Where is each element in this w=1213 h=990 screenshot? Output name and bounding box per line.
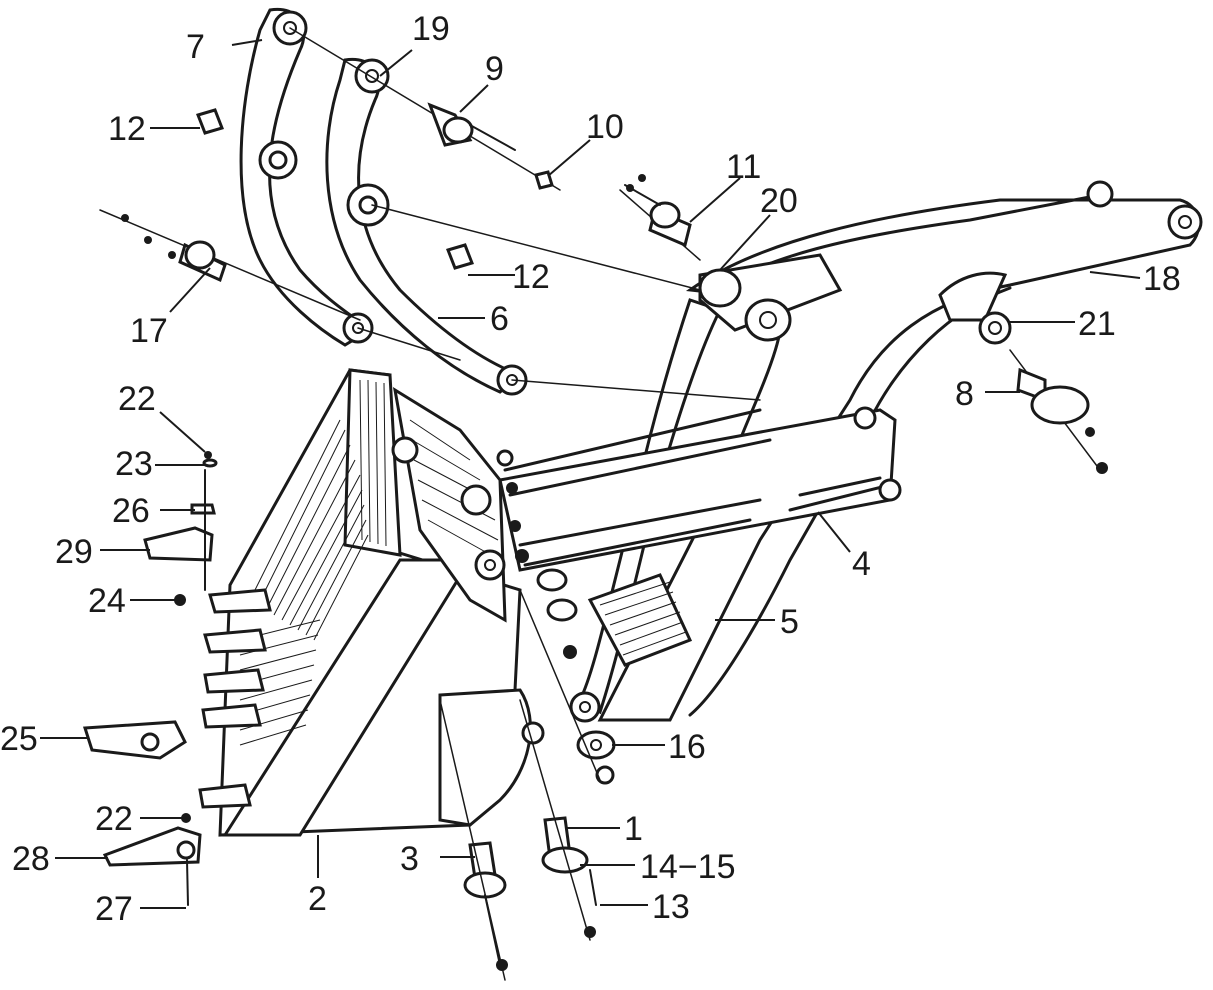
callout-27: 27 xyxy=(95,890,133,928)
callout-4: 4 xyxy=(852,545,871,583)
callout-2: 2 xyxy=(308,880,327,918)
callout-12a: 12 xyxy=(108,110,146,148)
leader-lines xyxy=(40,39,1141,909)
fasteners xyxy=(121,102,1108,981)
boom-frame xyxy=(498,180,1203,723)
callout-14-15: 14−15 xyxy=(640,848,736,886)
callout-1: 1 xyxy=(624,810,643,848)
callout-11: 11 xyxy=(726,148,761,186)
callout-8: 8 xyxy=(955,375,974,413)
callout-labels: 7 19 9 12 10 11 20 12 18 17 6 21 8 22 23… xyxy=(0,10,1181,928)
callout-24: 24 xyxy=(88,582,126,620)
callout-22b: 22 xyxy=(95,800,133,838)
callout-17: 17 xyxy=(130,312,168,350)
callout-21: 21 xyxy=(1078,305,1116,343)
linkage-arm-7 xyxy=(239,7,374,347)
callout-23: 23 xyxy=(115,445,153,483)
bucket-teeth xyxy=(198,588,272,809)
callout-29: 29 xyxy=(55,533,93,571)
callout-13: 13 xyxy=(652,888,690,926)
callout-5: 5 xyxy=(780,603,799,641)
bucket xyxy=(198,368,545,837)
callout-10: 10 xyxy=(586,108,624,146)
callout-18: 18 xyxy=(1143,260,1181,298)
callout-16: 16 xyxy=(668,728,706,766)
callout-19: 19 xyxy=(412,10,450,48)
callout-9: 9 xyxy=(485,50,504,88)
callout-12b: 12 xyxy=(512,258,550,296)
callout-28: 28 xyxy=(12,840,50,878)
callout-25: 25 xyxy=(0,720,38,758)
callout-20: 20 xyxy=(760,182,798,220)
callout-3: 3 xyxy=(400,840,419,878)
callout-7: 7 xyxy=(186,28,205,66)
callout-26: 26 xyxy=(112,492,150,530)
callout-6: 6 xyxy=(490,300,509,338)
callout-22a: 22 xyxy=(118,380,156,418)
